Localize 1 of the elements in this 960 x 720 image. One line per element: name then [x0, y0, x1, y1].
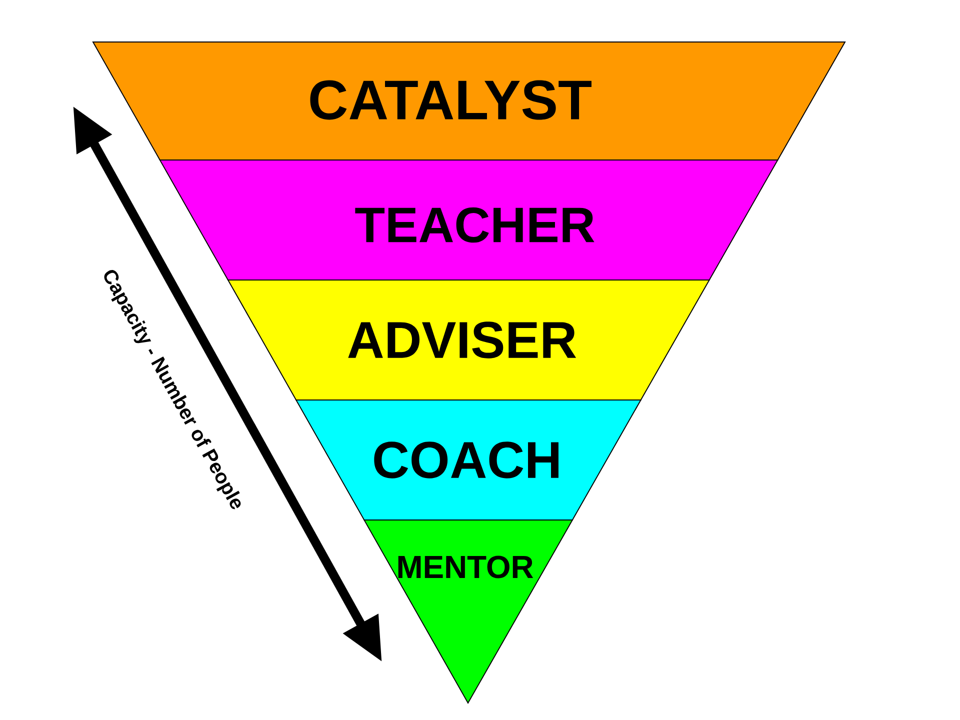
funnel-band: TEACHER [159, 160, 779, 280]
